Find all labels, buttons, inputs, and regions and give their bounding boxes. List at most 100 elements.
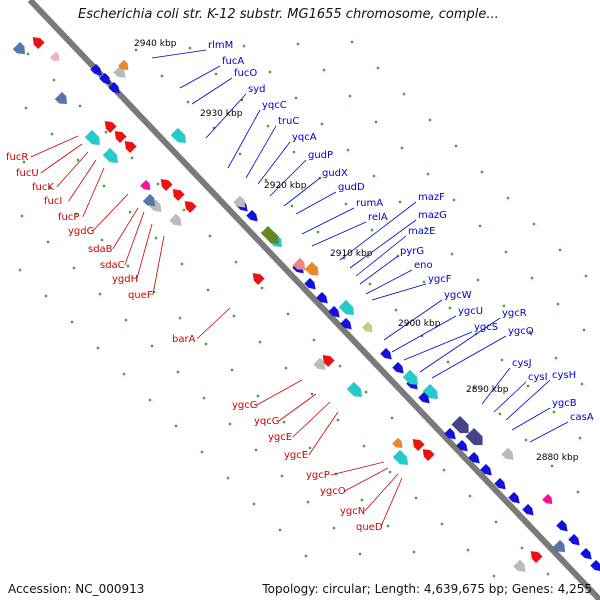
forward-gene-label: casA [570,412,594,423]
forward-leader [355,235,407,277]
forward-gene-arrow [107,81,120,94]
coverage-dot [576,490,580,494]
forward-gene-label: rumA [356,198,383,209]
coverage-dot [344,202,348,206]
coverage-dot [390,416,394,420]
gray-gene-block [501,447,514,460]
steel-gene-block [142,193,156,207]
forward-leader [383,299,443,341]
coverage-dot [78,104,82,108]
coverage-dot [200,450,204,454]
reverse-gene-arrow [252,272,265,286]
forward-gene-label: syd [248,84,265,95]
coverage-dot [286,312,290,316]
forward-gene-label: yqcC [262,100,287,111]
coverage-dot [18,268,22,272]
forward-gene-label: eno [414,260,433,271]
forward-gene-label: yqcA [292,132,317,143]
forward-leader [431,335,507,379]
forward-gene-label: mazF [418,192,445,203]
forward-gene-label: ygcF [428,274,452,285]
forward-leader [245,125,277,179]
reverse-leader [344,467,389,492]
coverage-dot [226,476,230,480]
forward-gene-arrow [507,491,520,504]
coverage-dot [206,288,210,292]
forward-gene-label: ygcU [458,306,483,317]
reverse-leader [68,159,97,202]
coverage-dot [280,474,284,478]
reverse-gene-label: fucR [6,152,28,163]
cyan-gene-block [338,299,355,316]
coverage-dot [230,368,234,372]
coverage-dot [428,118,432,122]
coverage-dot [360,498,364,502]
reverse-gene-arrow [184,200,197,214]
navy-gene-block [451,415,469,434]
reverse-gene-label: ygdG [68,226,94,237]
coverage-dot [358,552,362,556]
coverage-dot [480,170,484,174]
forward-gene-label: gudP [308,150,333,161]
coverage-dot [494,520,498,524]
coverage-dot [22,160,26,164]
reverse-gene-label: ygcP [306,470,330,481]
coverage-dot [290,204,294,208]
coverage-dot [402,92,406,96]
coverage-dot [156,182,160,186]
gray-gene-block [313,357,326,370]
reverse-leader [56,151,89,188]
coverage-dot [100,238,104,242]
coverage-dot [504,250,508,254]
cyan-gene-block [102,147,119,164]
forward-gene-arrow [89,63,102,76]
coverage-dot [546,572,550,576]
forward-leader [403,331,473,361]
coverage-dot [126,264,130,268]
forward-leader [151,49,207,59]
forward-leader [529,421,569,443]
coverage-dot [368,282,372,286]
coverage-dot [374,120,378,124]
forward-gene-arrow [379,347,392,360]
coverage-dot [478,224,482,228]
coverage-dot [388,470,392,474]
tick-label: 2940 kbp [134,39,177,49]
coverage-dot [260,286,264,290]
reverse-leader [308,411,339,456]
reverse-gene-arrow [32,36,45,50]
forward-gene-arrow [567,533,580,546]
reverse-leader [330,461,385,476]
coverage-dot [502,304,506,308]
coverage-dot [582,328,586,332]
coverage-dot [450,252,454,256]
coverage-dot [506,196,510,200]
cyan-gene-block [84,129,101,146]
coverage-dot [256,394,260,398]
forward-leader [257,141,291,185]
reverse-leader [196,307,231,340]
gene-features [12,36,600,572]
orange-gene-block [304,261,319,276]
coverage-dot [336,418,340,422]
coverage-dot [532,222,536,226]
coverage-dot [130,156,134,160]
coverage-dot [376,66,380,70]
coverage-dot [370,228,374,232]
forward-leader [419,317,501,373]
coverage-dot [338,364,342,368]
reverse-gene-arrow [412,438,425,452]
coverage-dot [76,158,80,162]
coverage-dot [72,266,76,270]
coverage-dot [520,546,524,550]
olive-gene-block [260,225,279,244]
reverse-gene-label: fucU [16,168,39,179]
coverage-dot [554,356,558,360]
coverage-dot [254,448,258,452]
coverage-dot [24,106,28,110]
reverse-gene-arrow [530,550,543,564]
coverage-dot [182,208,186,212]
reverse-gene-label: yqcG [254,416,280,427]
map-title: Escherichia coli str. K-12 substr. MG165… [78,7,499,22]
